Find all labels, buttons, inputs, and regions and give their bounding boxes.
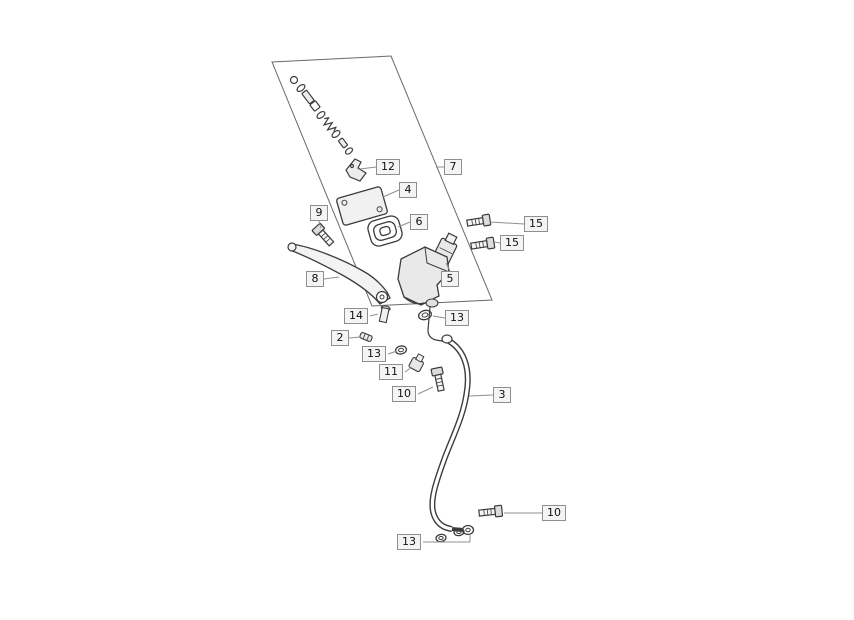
part-8-brake-lever bbox=[287, 242, 391, 305]
callout-part-2: 2 bbox=[331, 330, 349, 346]
part-9-bolt bbox=[311, 222, 337, 249]
callout-part-14: 14 bbox=[344, 308, 368, 324]
part-15-bolt-lower bbox=[469, 236, 496, 253]
repair-kit-parts bbox=[289, 75, 354, 155]
callout-part-11: 11 bbox=[379, 364, 403, 380]
repair-kit-outline bbox=[271, 55, 493, 307]
part-14-pivot-pin bbox=[378, 305, 391, 324]
part-master-cylinder-body bbox=[397, 246, 450, 343]
callout-part-4: 4 bbox=[399, 182, 417, 198]
part-10-bolt-mid bbox=[430, 366, 448, 393]
callout-part-10-mid: 10 bbox=[392, 386, 416, 402]
callout-part-10-bottom: 10 bbox=[542, 505, 566, 521]
part-15-bolt-upper bbox=[465, 213, 492, 230]
part-3-brake-hose bbox=[429, 334, 475, 536]
callout-part-12: 12 bbox=[376, 159, 400, 175]
callout-part-7: 7 bbox=[444, 159, 462, 175]
callout-part-13-mid: 13 bbox=[362, 346, 386, 362]
part-6-diaphragm bbox=[367, 215, 403, 247]
part-4-reservoir-cap bbox=[336, 186, 388, 226]
callout-part-8: 8 bbox=[306, 271, 324, 287]
callout-part-9: 9 bbox=[310, 205, 328, 221]
part-2-pin bbox=[359, 332, 373, 342]
part-13-washer-mid bbox=[394, 345, 408, 355]
leader-lines bbox=[318, 166, 542, 543]
part-10-bolt-bottom bbox=[477, 504, 504, 520]
callout-part-15-upper: 15 bbox=[524, 216, 548, 232]
callout-part-15-lower: 15 bbox=[500, 235, 524, 251]
callout-part-3: 3 bbox=[493, 387, 511, 403]
callout-part-5: 5 bbox=[441, 271, 459, 287]
callout-part-6: 6 bbox=[410, 214, 428, 230]
part-13-washer-top bbox=[417, 309, 433, 321]
part-12-bracket bbox=[345, 158, 367, 182]
part-11-fitting bbox=[408, 353, 425, 373]
callout-part-13-top: 13 bbox=[445, 310, 469, 326]
callout-part-13-bottom: 13 bbox=[397, 534, 421, 550]
